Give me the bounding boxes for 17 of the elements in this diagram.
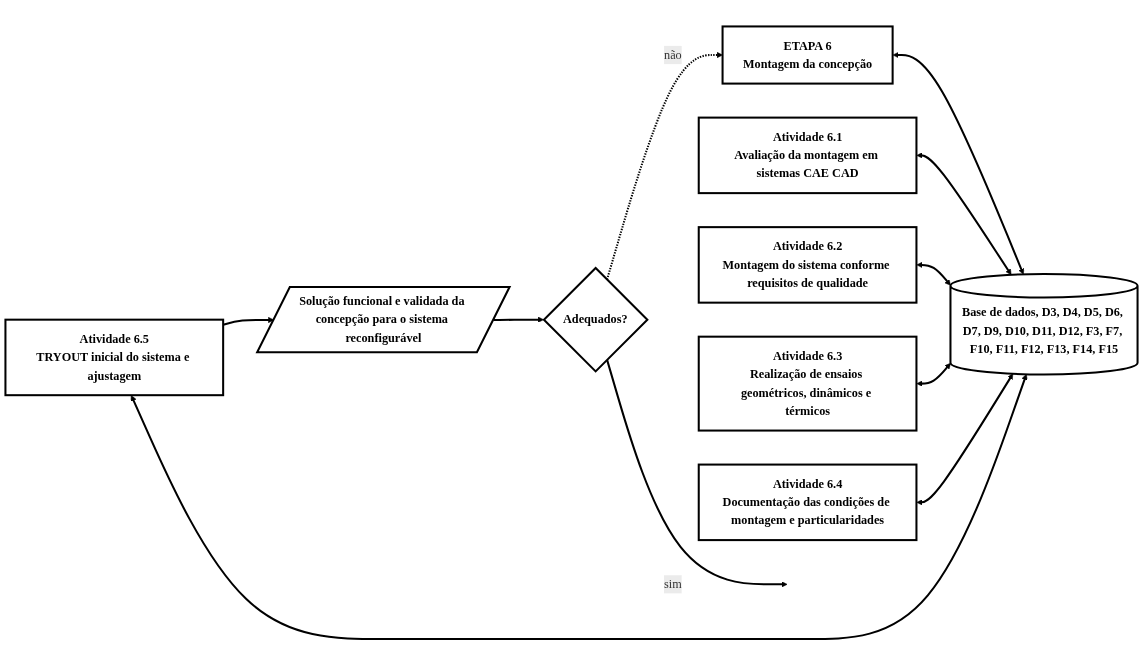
- node-box: Atividade 6.5 TRYOUT inicial do sistema e ajustagem: [4, 318, 225, 397]
- arrow: [892, 52, 1025, 275]
- node-box: ETAPA 6 Montagem da concepção: [721, 25, 894, 85]
- arrow: [916, 152, 1012, 276]
- node-box: Atividade 6.4 Documentação das condições de montagem e particularidades: [697, 463, 918, 542]
- arrow: [916, 373, 1014, 506]
- node-diamond: Adequados?: [542, 266, 649, 374]
- arrow: [493, 316, 544, 323]
- arrow: [130, 374, 1028, 641]
- node-box: Atividade 6.2 Montagem do sistema conforme requisitos de qualidade: [697, 226, 918, 304]
- arrow: [916, 262, 951, 286]
- edge-label: não: [664, 48, 682, 62]
- arrow: [916, 363, 951, 387]
- edge-label: sim: [664, 577, 682, 592]
- node-box: Atividade 6.3 Realização de ensaios geométricos, dinâmicos e térmicos: [697, 335, 918, 432]
- node-box: Atividade 6.1 Avaliação da montagem em sistemas CAE CAD: [697, 116, 918, 195]
- arrow: [606, 359, 788, 588]
